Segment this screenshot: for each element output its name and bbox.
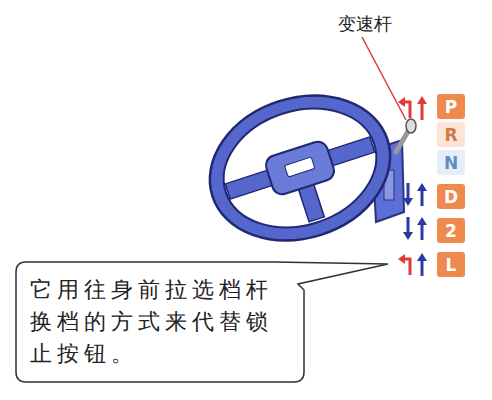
gear-letter: D [444, 187, 458, 207]
gear-letter: R [444, 125, 457, 145]
gear-box: D [437, 184, 465, 209]
gear-box: N [437, 150, 465, 175]
steering-wheel [191, 73, 409, 263]
gear-box: 2 [437, 218, 465, 243]
callout-text: 它用往身前拉选档杆换档的方式来代替锁止按钮。 [30, 274, 290, 370]
lever-knob [406, 119, 416, 133]
gear-letter: 2 [445, 221, 457, 241]
gear-letter: N [444, 153, 458, 173]
bubble-path [16, 262, 388, 382]
gear-box: R [437, 122, 465, 147]
gear-box: L [437, 252, 465, 277]
callout-bubble: 它用往身前拉选档杆换档的方式来代替锁止按钮。 [16, 262, 304, 382]
gear-box: P [437, 94, 465, 119]
shift-arrows [398, 96, 427, 276]
leader-line [362, 37, 406, 120]
part-label: 变速杆 [338, 12, 392, 36]
gear-letter: L [446, 255, 457, 275]
gear-letter: P [445, 97, 457, 117]
